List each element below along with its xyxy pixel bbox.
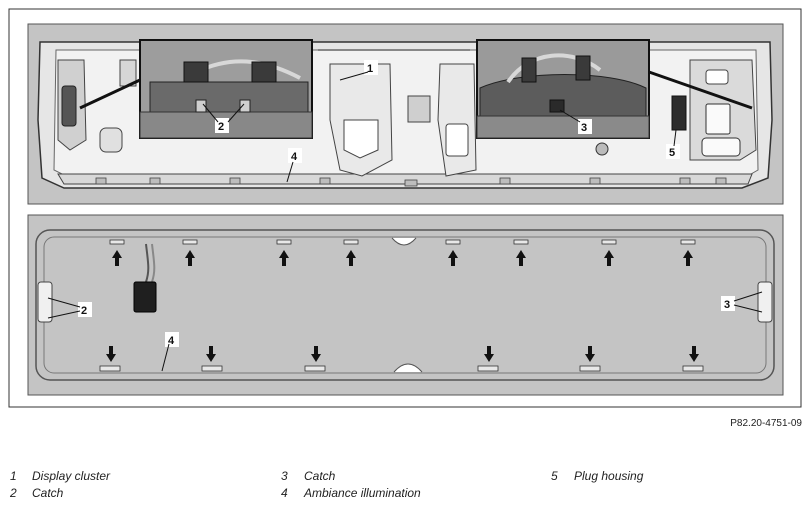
bottom-center-notch bbox=[393, 363, 423, 373]
leader-2b bbox=[227, 103, 245, 123]
legend-text-2: Catch bbox=[32, 486, 64, 500]
label-box-4-bottom bbox=[165, 332, 179, 347]
inset-right-clip-left bbox=[521, 57, 537, 83]
inset-right-cable bbox=[506, 53, 602, 84]
bottom-catch-marks bbox=[99, 365, 704, 372]
screw-icon bbox=[595, 142, 609, 156]
label-box-2-top bbox=[215, 118, 229, 133]
leader-2d bbox=[47, 310, 81, 319]
callout-3-bottom: 3 bbox=[724, 299, 730, 311]
label-box-1 bbox=[364, 60, 378, 75]
bottom-plug-icon bbox=[133, 281, 157, 313]
inset-connector-left bbox=[79, 78, 141, 110]
left-lower-tab bbox=[99, 127, 123, 153]
legend-num-1: 1 bbox=[10, 469, 17, 483]
bottom-panel: 2 3 4 bbox=[27, 214, 784, 396]
callout-4-bottom: 4 bbox=[168, 335, 175, 347]
top-catch-marks bbox=[109, 239, 696, 245]
label-box-3-bottom bbox=[721, 296, 735, 311]
leader-2c bbox=[47, 297, 81, 308]
right-bracket bbox=[701, 137, 741, 157]
center-bracket-right-slot bbox=[445, 123, 469, 157]
label-box-5 bbox=[666, 144, 680, 159]
legend-num-5: 5 bbox=[551, 469, 558, 483]
inset-plug-left bbox=[183, 61, 209, 83]
label-box-4-top bbox=[288, 148, 302, 163]
legend-num-4: 4 bbox=[281, 486, 288, 500]
left-end-catch bbox=[37, 281, 53, 323]
leader-5 bbox=[673, 129, 677, 147]
callout-2-top: 2 bbox=[218, 121, 224, 133]
legend-num-2: 2 bbox=[10, 486, 17, 500]
reference-code: P82.20-4751-09 bbox=[730, 418, 802, 429]
inset-plug-right bbox=[251, 61, 277, 83]
leader-3-top bbox=[559, 109, 581, 123]
bottom-cable-2 bbox=[151, 243, 156, 283]
plug-housing-shape bbox=[671, 95, 687, 131]
label-box-2-bottom bbox=[78, 302, 92, 317]
inset-right-catch bbox=[549, 99, 565, 113]
leader-3b bbox=[733, 304, 763, 313]
label-box-3-top bbox=[578, 119, 592, 134]
inset-catch-left: 2 bbox=[139, 39, 313, 139]
right-clip-upper bbox=[705, 69, 729, 85]
right-end-catch bbox=[757, 281, 773, 323]
leader-3a bbox=[733, 291, 763, 302]
bottom-clips bbox=[95, 177, 727, 187]
inset-catch-tab-right bbox=[239, 99, 251, 113]
leader-4-top bbox=[286, 161, 294, 183]
legend-text-1: Display cluster bbox=[32, 469, 111, 483]
inset-catch-right: 3 bbox=[476, 39, 650, 139]
callout-1: 1 bbox=[367, 63, 373, 75]
arrow-down-icons bbox=[106, 346, 699, 362]
center-bracket-slot bbox=[343, 119, 379, 159]
inset-connector-right bbox=[648, 70, 753, 110]
inset-catch-tab-left bbox=[195, 99, 207, 113]
legend-num-3: 3 bbox=[281, 469, 288, 483]
callout-5: 5 bbox=[669, 147, 675, 159]
bottom-cable bbox=[145, 243, 150, 283]
center-bracket-right bbox=[437, 63, 477, 177]
callout-3-top: 3 bbox=[581, 122, 587, 134]
leader-2a bbox=[202, 103, 219, 123]
ambiance-ring-outer bbox=[35, 229, 775, 381]
inset-right-tray bbox=[476, 115, 650, 139]
leader-4-bottom bbox=[161, 343, 170, 372]
top-panel: 2 3 1 4 5 bbox=[27, 23, 784, 205]
center-label-plate bbox=[407, 95, 431, 123]
callout-2-bottom: 2 bbox=[81, 305, 87, 317]
inset-right-clip-right bbox=[575, 55, 591, 81]
right-connector-block bbox=[705, 103, 731, 135]
legend-text-4: Ambiance illumination bbox=[304, 486, 421, 500]
legend-text-3: Catch bbox=[304, 469, 336, 483]
inset-catch-left-housing bbox=[149, 81, 309, 113]
legend-text-5: Plug housing bbox=[574, 469, 644, 483]
left-connector bbox=[61, 85, 77, 127]
top-center-notch bbox=[391, 237, 417, 246]
callout-4-top: 4 bbox=[291, 151, 298, 163]
leader-1 bbox=[339, 71, 369, 81]
arrow-up-icons bbox=[112, 250, 693, 266]
